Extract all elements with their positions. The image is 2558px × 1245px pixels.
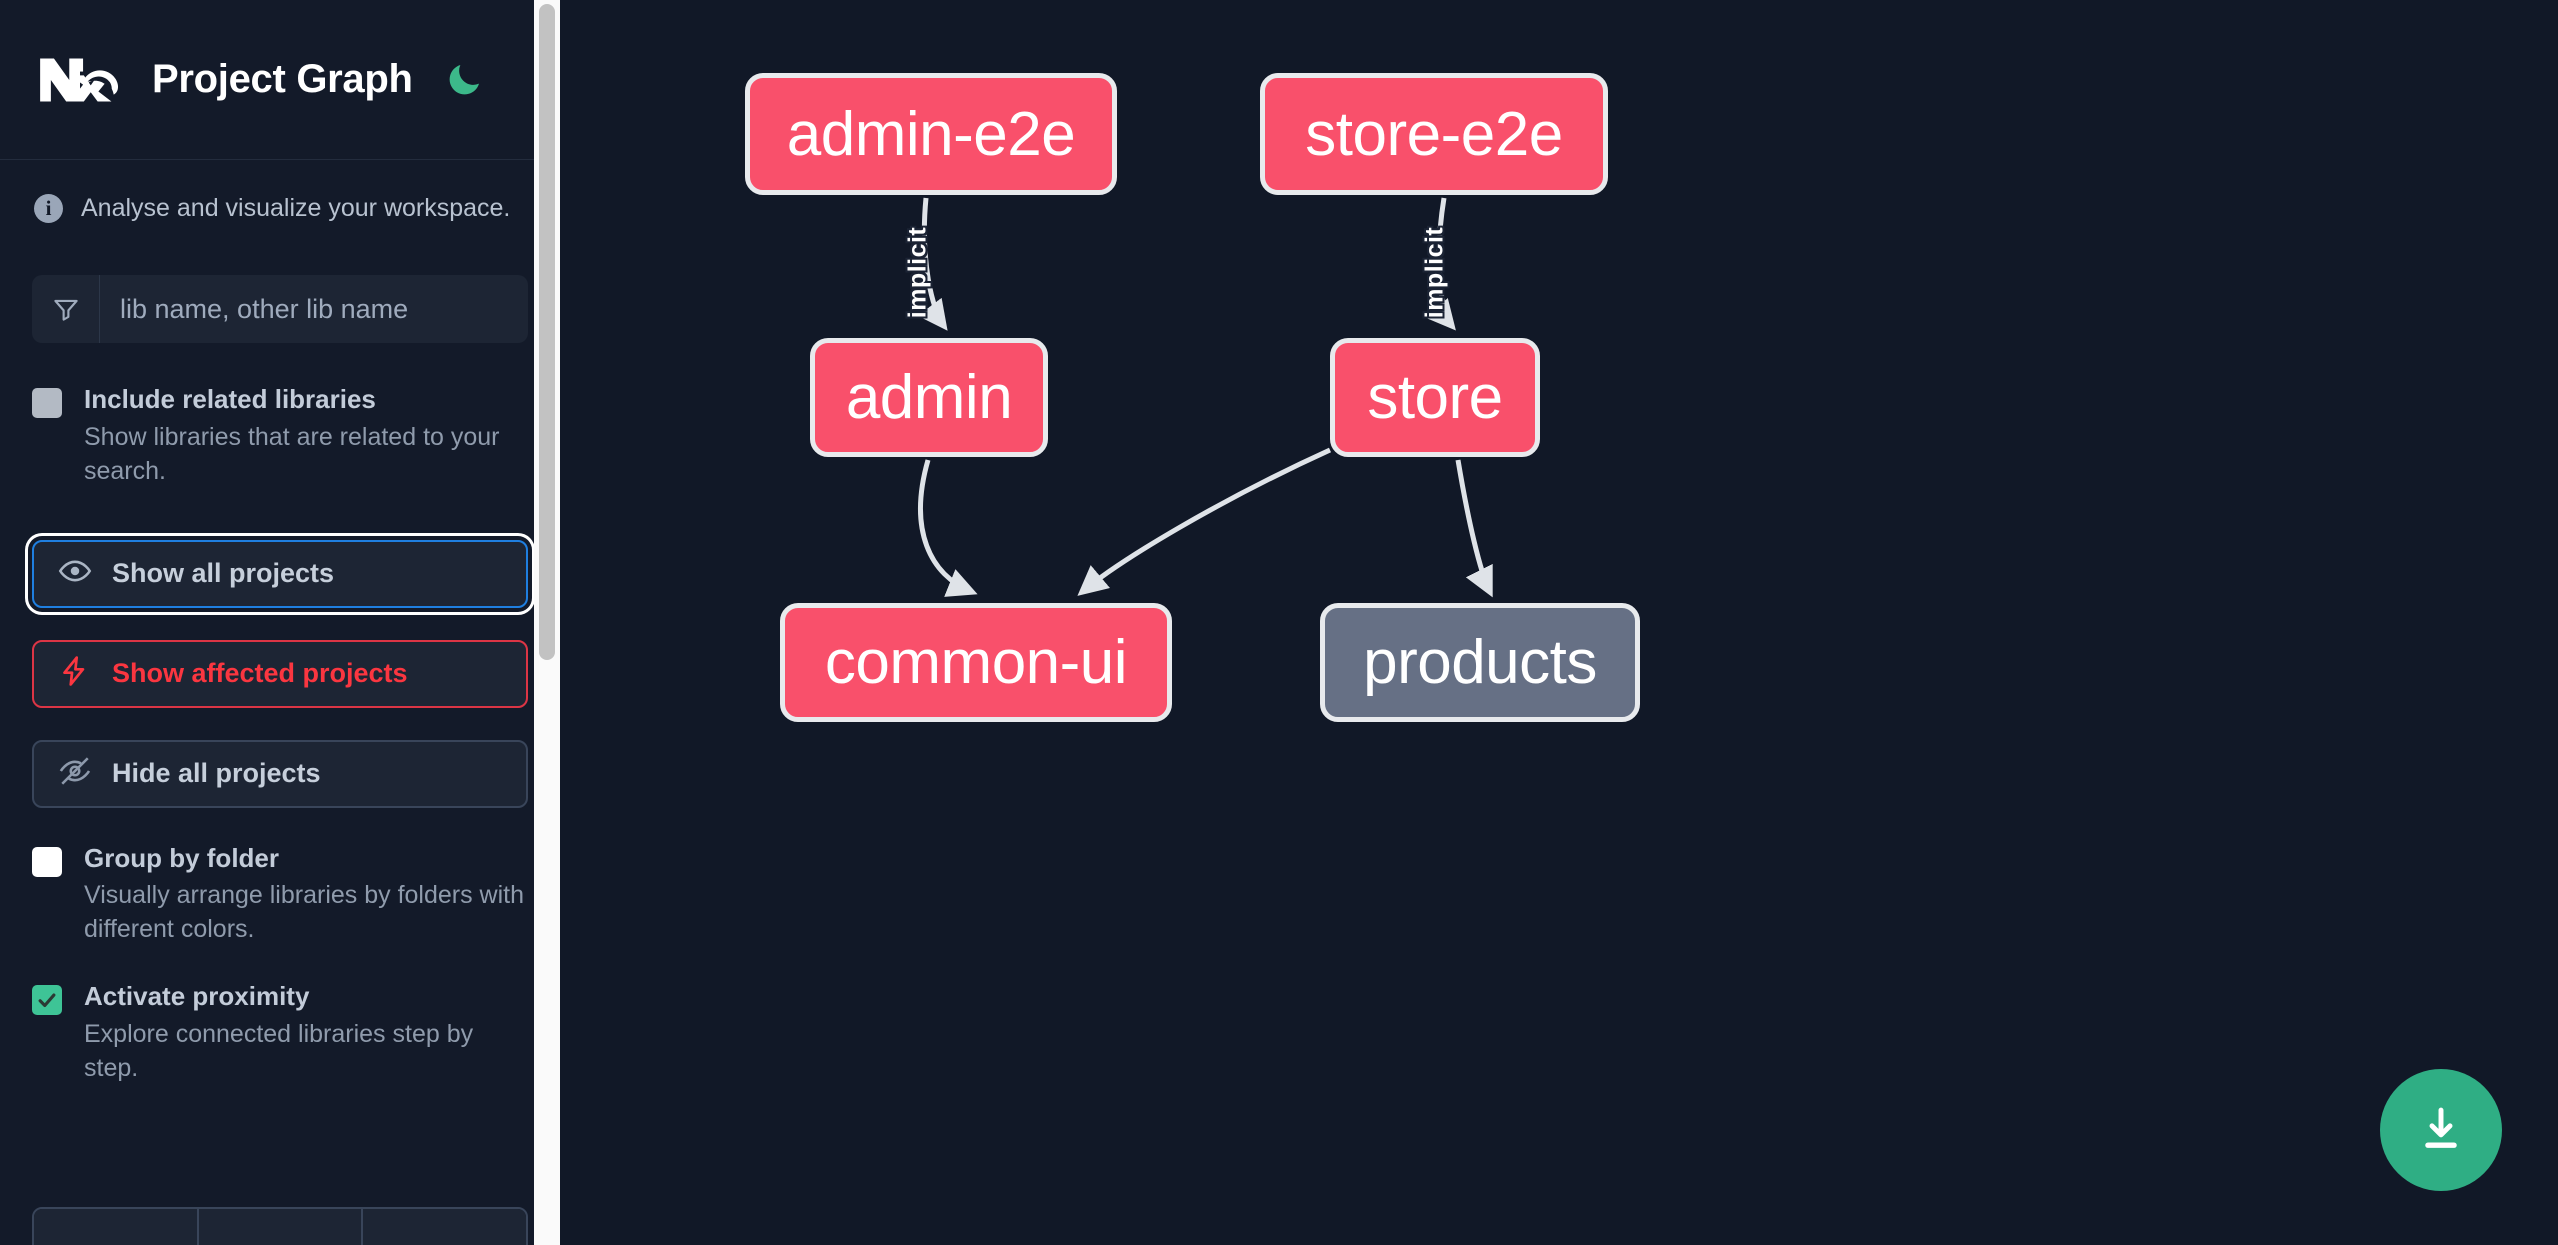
node-label: admin — [845, 363, 1013, 432]
graph-node-admin-e2e[interactable]: admin-e2e — [745, 73, 1117, 195]
node-label: store-e2e — [1305, 99, 1563, 169]
filter-funnel-icon — [32, 275, 100, 343]
nx-logo-icon — [34, 49, 126, 111]
graph-node-admin[interactable]: admin — [810, 338, 1048, 457]
node-label: admin-e2e — [786, 99, 1076, 169]
download-image-button[interactable] — [2380, 1069, 2502, 1191]
activate-proximity-checkbox[interactable] — [32, 985, 62, 1015]
lightning-icon — [58, 654, 92, 693]
edge-store-common-ui — [1077, 447, 1332, 596]
edge-admin-e2e-admin — [917, 197, 948, 331]
info-text: Analyse and visualize your workspace. — [81, 194, 511, 222]
search-field[interactable] — [32, 275, 528, 343]
graph-edges — [917, 197, 1493, 598]
node-label: products — [1363, 628, 1597, 697]
show-affected-projects-label: Show affected projects — [112, 658, 408, 688]
info-banner: i Analyse and visualize your workspace. — [32, 160, 528, 223]
search-input[interactable] — [100, 275, 528, 343]
segment-1[interactable] — [34, 1209, 199, 1245]
show-affected-projects-button[interactable]: Show affected projects — [32, 639, 528, 708]
show-all-projects-label: Show all projects — [112, 558, 335, 588]
option-description: Show libraries that are related to your … — [84, 422, 500, 485]
page-title: Project Graph — [152, 57, 413, 101]
option-activate-proximity[interactable]: Activate proximity Explore connected lib… — [32, 980, 528, 1085]
graph-node-store[interactable]: store — [1330, 338, 1540, 457]
segment-3[interactable] — [363, 1209, 526, 1245]
node-label: store — [1367, 363, 1503, 432]
moon-icon[interactable] — [441, 57, 487, 103]
edge-admin-common-ui — [918, 459, 978, 597]
option-include-related-libraries[interactable]: Include related libraries Show libraries… — [32, 383, 528, 488]
option-description: Visually arrange libraries by folders wi… — [84, 881, 525, 943]
eye-icon — [58, 554, 92, 593]
graph-node-products[interactable]: products — [1320, 603, 1640, 722]
show-all-projects-button[interactable]: Show all projects — [32, 539, 528, 608]
download-icon — [2414, 1102, 2468, 1159]
node-label: common-ui — [824, 628, 1128, 697]
include-related-libraries-checkbox[interactable] — [32, 388, 62, 418]
graph-canvas[interactable]: admin-e2e store-e2e admin store common-u… — [560, 0, 2558, 1245]
graph-node-store-e2e[interactable]: store-e2e — [1260, 73, 1608, 195]
sidebar-scrollbar[interactable] — [534, 0, 560, 1245]
info-icon: i — [34, 194, 63, 223]
option-title: Activate proximity — [84, 981, 310, 1011]
visibility-buttons: Show all projects Show affected projects — [32, 539, 528, 808]
segment-2[interactable] — [198, 1209, 364, 1245]
sidebar-header: Project Graph — [0, 0, 560, 160]
sidebar-scrollbar-thumb[interactable] — [539, 4, 555, 660]
option-description: Explore connected libraries step by step… — [84, 1019, 474, 1082]
option-title: Include related libraries — [84, 384, 376, 414]
eye-slash-icon — [58, 754, 92, 793]
edge-store-products — [1455, 459, 1493, 598]
option-group-by-folder[interactable]: Group by folder Visually arrange librari… — [32, 842, 528, 947]
hide-all-projects-label: Hide all projects — [112, 758, 321, 788]
group-by-folder-checkbox[interactable] — [32, 846, 62, 877]
graph-node-common-ui[interactable]: common-ui — [780, 603, 1172, 722]
hide-all-projects-button[interactable]: Hide all projects — [32, 739, 528, 808]
segmented-button-group[interactable] — [32, 1207, 528, 1245]
edge-store-e2e-store — [1425, 197, 1456, 331]
option-title: Group by folder — [84, 842, 279, 873]
sidebar: Project Graph i Analyse and visualize yo… — [0, 0, 560, 1245]
check-icon — [38, 993, 56, 1008]
sidebar-body: i Analyse and visualize your workspace. … — [0, 160, 560, 1085]
